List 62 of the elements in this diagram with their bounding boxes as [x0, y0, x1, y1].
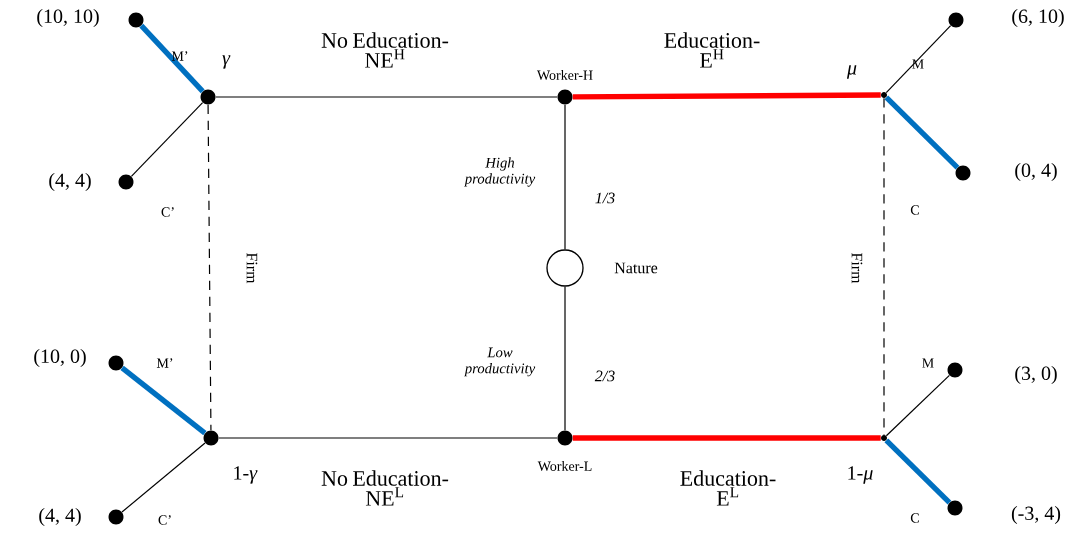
payoff-label: (10, 10): [37, 8, 99, 28]
branch-line: [564, 104, 566, 250]
note-label: High productivity: [464, 157, 536, 187]
branch-line: [139, 23, 205, 94]
edge-label: Firm: [246, 252, 258, 284]
note-label: Low productivity: [464, 347, 536, 377]
edge-label: 1/3: [595, 192, 615, 204]
probability-label: μ: [846, 65, 857, 79]
edge-label: C’: [158, 515, 171, 525]
edge-label: M’: [171, 51, 188, 61]
branch-line: [120, 365, 207, 436]
branch-line: [885, 25, 952, 94]
branch-line: [121, 442, 206, 513]
decision-dot: [947, 362, 963, 378]
branch-line: [130, 102, 204, 177]
decision-dot: [955, 165, 971, 181]
decision-dot: [118, 174, 134, 190]
payoff-label: (3, 0): [1015, 365, 1057, 385]
decision-dot: [108, 355, 124, 371]
decision-dot: [948, 12, 964, 28]
edge-label: Education- E$^{H}$: [664, 32, 760, 68]
payoff-label: (4, 4): [39, 507, 81, 527]
information-set-line: [883, 97, 885, 436]
branch-line: [572, 435, 881, 441]
edge-label: Education- E$^{L}$: [680, 470, 776, 506]
edge-label: 2/3: [594, 370, 615, 382]
payoff-label: (-3, 4): [1011, 505, 1061, 525]
probability-label: γ: [222, 55, 231, 69]
edge-label: Firm: [851, 252, 863, 284]
branch-line: [572, 92, 881, 100]
decision-dot: [557, 89, 573, 105]
branch-line: [564, 286, 566, 431]
edge-label: C: [910, 513, 919, 523]
information-set-line: [207, 104, 212, 431]
edge-label: M: [922, 358, 934, 368]
decision-dot: [203, 430, 219, 446]
chance-node: [546, 249, 584, 287]
player-label: Worker-H: [536, 70, 593, 80]
branch-line: [885, 374, 950, 437]
payoff-label: (0, 4): [1015, 162, 1057, 182]
decision-dot: [200, 89, 216, 105]
branch-line: [884, 438, 952, 505]
edge-label: C’: [161, 207, 174, 217]
edge-label: C: [910, 205, 919, 215]
player-label: Worker-L: [537, 461, 592, 471]
edge-label: M’: [156, 358, 173, 368]
probability-label: 1-μ: [848, 466, 873, 484]
branch-line: [215, 96, 558, 98]
player-label: Nature: [614, 262, 658, 274]
branch-line: [884, 95, 960, 170]
decision-dot: [108, 509, 124, 525]
probability-label: 1-γ: [234, 466, 258, 484]
branch-line: [218, 437, 558, 439]
decision-dot: [557, 430, 573, 446]
payoff-label: (4, 4): [49, 172, 91, 192]
payoff-label: (6, 10): [1012, 8, 1064, 28]
decision-dot: [128, 12, 144, 28]
edge-label: No Education- NE$^{H}$: [321, 32, 449, 68]
edge-label: No Education- NE$^{L}$: [321, 470, 449, 506]
edge-label: M: [912, 59, 924, 69]
decision-dot: [947, 500, 963, 516]
payoff-label: (10, 0): [34, 348, 86, 368]
